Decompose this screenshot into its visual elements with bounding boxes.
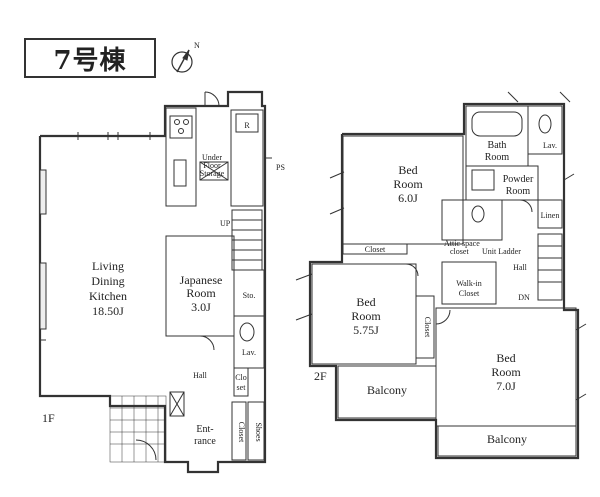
stair-up-label: UP xyxy=(220,219,231,228)
balcony-lower-label: Balcony xyxy=(487,432,527,446)
closet-label-2: set xyxy=(237,383,247,392)
first-floor-label: 1F xyxy=(42,411,55,425)
shoes-label: Shoes xyxy=(254,422,263,441)
refrigerator-label: R xyxy=(244,121,250,130)
bed-room-2-label-1: Bed xyxy=(356,295,375,309)
bed-room-1-label-1: Bed xyxy=(398,163,417,177)
entrance-label-1: Ent- xyxy=(196,424,213,435)
closet-vertical-label: Closet xyxy=(423,317,432,338)
compass-icon: N xyxy=(171,41,200,73)
bed-room-2-size-label: 5.75J xyxy=(353,323,379,337)
storage-label: Sto. xyxy=(243,291,256,300)
ldk-size-label: 18.50J xyxy=(92,304,124,318)
stair-down-label: DN xyxy=(518,293,530,302)
under-floor-storage-label-1: Under xyxy=(202,153,222,162)
balcony-upper-label: Balcony xyxy=(367,383,407,397)
bed-room-1-size-label: 6.0J xyxy=(398,191,418,205)
under-floor-storage-label-2: Floor xyxy=(203,161,221,170)
second-floor-label: 2F xyxy=(314,369,327,383)
lav-label: Lav. xyxy=(543,141,557,150)
japanese-room-size-label: 3.0J xyxy=(191,300,211,314)
entrance-label-2: rance xyxy=(194,436,216,447)
lavatory-label: Lav. xyxy=(242,348,256,357)
pipe-space-label: PS xyxy=(276,163,285,172)
hall-label-2f: Hall xyxy=(513,263,528,272)
bath-room-label-1: Bath xyxy=(488,140,507,151)
japanese-room-label-2: Room xyxy=(186,286,216,300)
ldk-label-1: Living xyxy=(92,259,124,273)
attic-label-3: Unit Ladder xyxy=(482,247,521,256)
compass-north-label: N xyxy=(194,41,200,50)
closet-horizontal-label: Closet xyxy=(365,245,386,254)
under-floor-storage-label-3: Storage xyxy=(200,169,225,178)
bed-room-1-label-2: Room xyxy=(393,177,423,191)
second-floor-outer-wall xyxy=(308,102,580,460)
closet-label-1: Clo xyxy=(235,373,247,382)
ldk-label-2: Dining xyxy=(91,274,124,288)
linen-label: Linen xyxy=(541,211,560,220)
second-floor-plan: Bed Room 6.0J Bed Room 5.75J Bed Room 7.… xyxy=(295,91,587,460)
bed-room-3-label-1: Bed xyxy=(496,351,515,365)
attic-label-1: Attic space xyxy=(444,239,480,248)
bed-room-2-label-2: Room xyxy=(351,309,381,323)
bath-room-label-2: Room xyxy=(485,152,510,163)
walk-in-closet-label-1: Walk-in xyxy=(456,279,482,288)
ldk-label-3: Kitchen xyxy=(89,289,127,303)
entrance-closet-label: Closet xyxy=(237,422,246,443)
hall-label: Hall xyxy=(193,371,208,380)
powder-room-label-2: Room xyxy=(506,186,531,197)
first-floor-plan: Living Dining Kitchen 18.50J Japanese Ro… xyxy=(38,90,285,474)
bed-room-3-size-label: 7.0J xyxy=(496,379,516,393)
bed-room-3-label-2: Room xyxy=(491,365,521,379)
japanese-room-label-1: Japanese xyxy=(180,273,223,287)
building-number-label: 7号棟 xyxy=(24,38,156,78)
walk-in-closet-label-2: Closet xyxy=(459,289,480,298)
attic-label-2: closet xyxy=(450,247,469,256)
powder-room-label-1: Powder xyxy=(503,174,534,185)
